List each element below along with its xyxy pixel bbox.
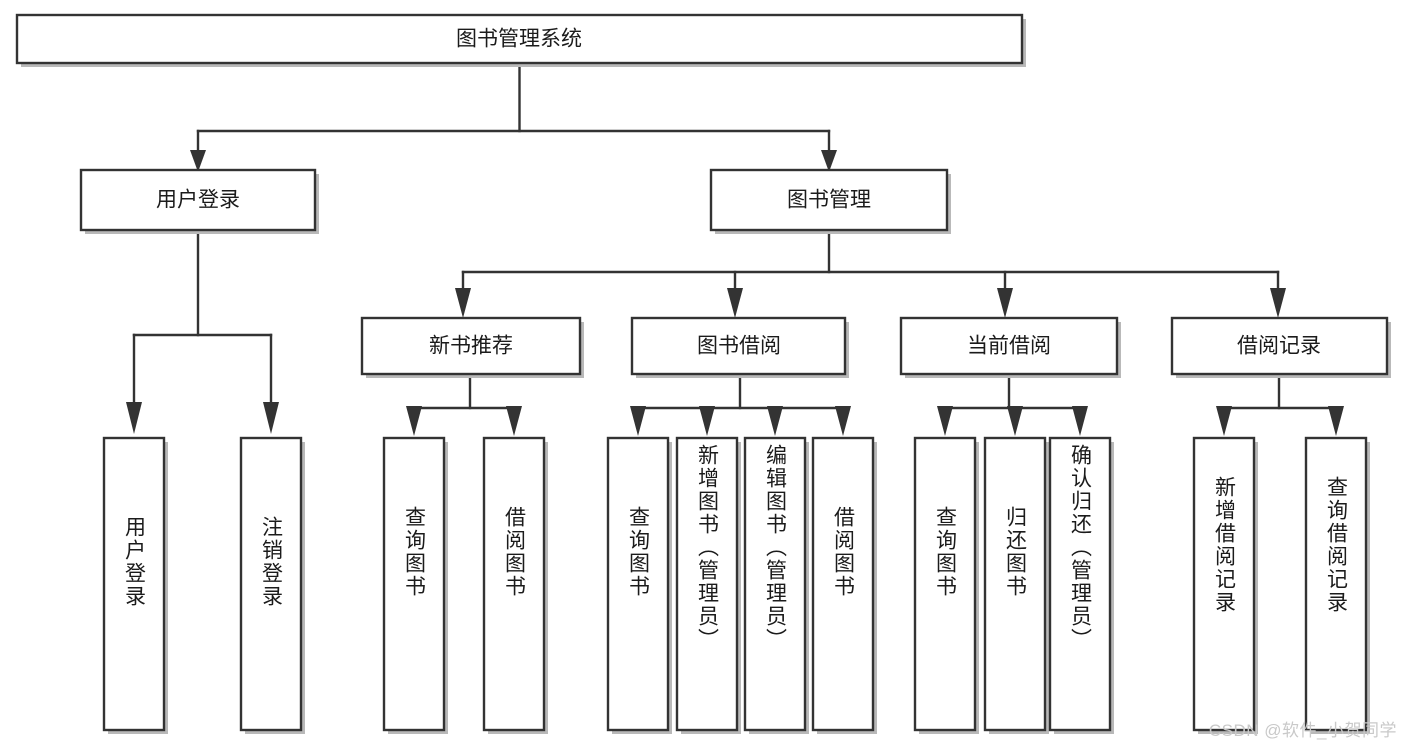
leaf-bookborrow-borrow-rect[interactable] bbox=[811, 436, 875, 732]
connector-group-user-login bbox=[126, 231, 279, 434]
leaf-user-login-1-rect[interactable] bbox=[102, 436, 166, 732]
arrowhead-userlogin bbox=[190, 150, 206, 172]
leaf-bookborrow-edit-rect[interactable] bbox=[743, 436, 807, 732]
leaf-node-bookborrow-borrow[interactable] bbox=[811, 436, 877, 734]
arrowhead-leaf-currentborrow-3 bbox=[1072, 406, 1088, 436]
node-current-borrow[interactable]: 当前借阅 bbox=[899, 316, 1121, 378]
arrowhead-leaf-borrowrecord-2 bbox=[1328, 406, 1344, 436]
arrowhead-leaf-currentborrow-2 bbox=[1007, 406, 1023, 436]
arrowhead-leaf-bookborrow-2 bbox=[699, 406, 715, 436]
leaf-bookborrow-add-rect[interactable] bbox=[675, 436, 739, 732]
connector-group-current-borrow bbox=[937, 375, 1088, 436]
leaf-newbook-query-rect[interactable] bbox=[382, 436, 446, 732]
node-book-management[interactable]: 图书管理 bbox=[709, 168, 951, 234]
leaf-node-bookborrow-add[interactable] bbox=[675, 436, 741, 734]
leaf-currentborrow-return-rect[interactable] bbox=[983, 436, 1047, 732]
arrowhead-leaf-bookborrow-4 bbox=[835, 406, 851, 436]
leaf-node-newbook-borrow[interactable] bbox=[482, 436, 548, 734]
arrowhead-leaf-currentborrow-1 bbox=[937, 406, 953, 436]
node-new-book-recommend[interactable]: 新书推荐 bbox=[360, 316, 584, 378]
connector-group-book-borrow bbox=[630, 375, 851, 436]
connector-group-book-mgmt bbox=[455, 231, 1286, 318]
node-book-borrow-label: 图书借阅 bbox=[697, 335, 781, 358]
arrowhead-bookmgmt bbox=[821, 150, 837, 172]
node-borrow-record-rect[interactable] bbox=[1170, 316, 1389, 376]
arrowhead-leaf-user-login-2 bbox=[263, 402, 279, 434]
leaf-node-currentborrow-return[interactable] bbox=[983, 436, 1049, 734]
connector-group-new-book bbox=[406, 375, 522, 436]
node-root-system[interactable]: 图书管理系统 bbox=[15, 13, 1026, 67]
arrowhead-bookborrow bbox=[727, 288, 743, 318]
leaf-node-user-login-1[interactable] bbox=[102, 436, 168, 734]
node-user-login[interactable]: 用户登录 bbox=[79, 168, 319, 234]
node-new-book-recommend-label: 新书推荐 bbox=[429, 335, 513, 358]
arrowhead-leaf-borrowrecord-1 bbox=[1216, 406, 1232, 436]
leaf-node-currentborrow-confirm[interactable] bbox=[1048, 436, 1114, 734]
arrowhead-leaf-user-login-1 bbox=[126, 402, 142, 434]
leaf-node-currentborrow-query[interactable] bbox=[913, 436, 979, 734]
leaf-node-newbook-query[interactable] bbox=[382, 436, 448, 734]
node-book-management-label: 图书管理 bbox=[787, 189, 871, 212]
arrowhead-leaf-bookborrow-1 bbox=[630, 406, 646, 436]
node-borrow-record[interactable]: 借阅记录 bbox=[1170, 316, 1391, 378]
arrowhead-currentborrow bbox=[997, 288, 1013, 318]
leaf-newbook-borrow-rect[interactable] bbox=[482, 436, 546, 732]
node-book-borrow-rect[interactable] bbox=[630, 316, 847, 376]
arrowhead-leaf-bookborrow-3 bbox=[767, 406, 783, 436]
leaf-node-borrowrecord-add[interactable] bbox=[1192, 436, 1258, 734]
node-root-label: 图书管理系统 bbox=[456, 28, 582, 51]
leaf-bookborrow-query-rect[interactable] bbox=[606, 436, 670, 732]
node-book-borrow[interactable]: 图书借阅 bbox=[630, 316, 849, 378]
leaf-node-bookborrow-edit[interactable] bbox=[743, 436, 809, 734]
node-book-management-rect[interactable] bbox=[709, 168, 949, 232]
node-new-book-recommend-rect[interactable] bbox=[360, 316, 582, 376]
leaf-node-borrowrecord-query[interactable] bbox=[1304, 436, 1370, 734]
arrowhead-leaf-newbook-1 bbox=[406, 406, 422, 436]
leaf-currentborrow-query-rect[interactable] bbox=[913, 436, 977, 732]
leaf-currentborrow-confirm-rect[interactable] bbox=[1048, 436, 1112, 732]
arrowhead-leaf-newbook-2 bbox=[506, 406, 522, 436]
arrowhead-newbook bbox=[455, 288, 471, 318]
leaf-node-user-logout[interactable] bbox=[239, 436, 305, 734]
csdn-watermark: CSDN @软件_小贺同学 bbox=[1208, 721, 1397, 740]
node-current-borrow-rect[interactable] bbox=[899, 316, 1119, 376]
leaf-user-logout-rect[interactable] bbox=[239, 436, 303, 732]
node-current-borrow-label: 当前借阅 bbox=[967, 335, 1051, 358]
node-user-login-rect[interactable] bbox=[79, 168, 317, 232]
node-user-login-label: 用户登录 bbox=[156, 189, 240, 212]
connector-group-borrow-record bbox=[1216, 375, 1344, 436]
leaf-node-bookborrow-query[interactable] bbox=[606, 436, 672, 734]
node-borrow-record-label: 借阅记录 bbox=[1237, 335, 1321, 358]
leaf-borrowrecord-query-rect[interactable] bbox=[1304, 436, 1368, 732]
connector-group-root bbox=[190, 64, 837, 172]
arrowhead-borrowrecord bbox=[1270, 288, 1286, 318]
leaf-borrowrecord-add-rect[interactable] bbox=[1192, 436, 1256, 732]
node-root-rect[interactable] bbox=[15, 13, 1024, 65]
